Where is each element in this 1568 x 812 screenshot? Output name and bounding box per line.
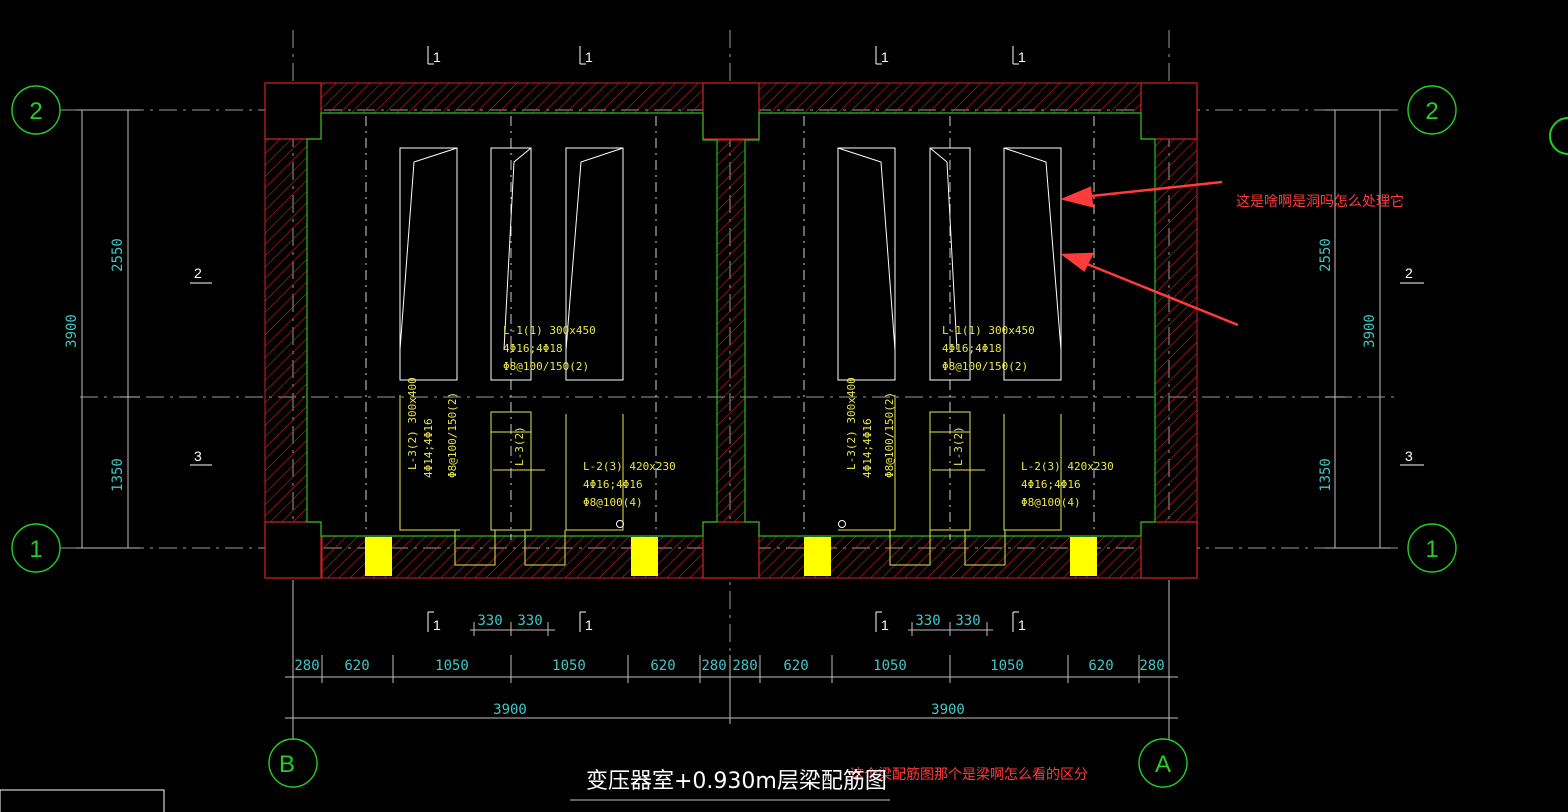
drawing-title: 变压器室+0.930m层梁配筋图 xyxy=(586,769,887,794)
dim-280-d: 280 xyxy=(1139,658,1164,674)
beam-reinf-l1-left: 4Φ16;4Φ18 xyxy=(503,342,563,355)
beam-reinf-l1-right: 4Φ16;4Φ18 xyxy=(942,342,1002,355)
section-mark-bottom-1: 1 xyxy=(433,617,441,633)
beam-label-l2-left: L-2(3) 420x230 xyxy=(583,460,676,473)
yellow-columns xyxy=(365,537,1097,576)
section-mark-left-2: 2 xyxy=(194,265,202,281)
dim-620-c: 620 xyxy=(783,658,808,674)
axis-label-top-right: 2 xyxy=(1425,98,1438,125)
beam-label-l3small-right: L-3(2) xyxy=(952,426,965,466)
beam-label-l1-right: L-1(1) 300x450 xyxy=(942,324,1035,337)
dim-620-b: 620 xyxy=(650,658,675,674)
beam-label-l2-right: L-2(3) 420x230 xyxy=(1021,460,1114,473)
section-mark-top-2: 1 xyxy=(585,49,593,65)
beam-stirrup-l1-left: Φ8@100/150(2) xyxy=(503,360,589,373)
beam-label-l1-left: L-1(1) 300x450 xyxy=(503,324,596,337)
beam-stirrup-l2-right: Φ8@100(4) xyxy=(1021,496,1081,509)
dim-330-b: 330 xyxy=(517,613,542,629)
beam-reinf-l2-left: 4Φ16;4Φ16 xyxy=(583,478,643,491)
room-boundary xyxy=(306,112,1156,537)
beam-reinf-l3-left: 4Φ14;4Φ16 xyxy=(422,418,435,478)
columns xyxy=(264,82,1198,579)
section-mark-bottom-2: 1 xyxy=(585,617,593,633)
section-mark-right-3: 3 xyxy=(1405,448,1413,464)
dim-330-c: 330 xyxy=(915,613,940,629)
axis-label-bottom-left: 1 xyxy=(29,536,42,563)
dim-330-a: 330 xyxy=(477,613,502,629)
dim-right-2550: 2550 xyxy=(1318,238,1334,272)
dim-3900-a: 3900 xyxy=(493,702,527,718)
section-mark-bottom-4: 1 xyxy=(1018,617,1026,633)
beam-label-l3small-left: L-3(2) xyxy=(513,426,526,466)
annotation-note-beam: 这个梁配筋图那个是梁啊怎么看的区分 xyxy=(850,766,1088,783)
section-mark-top-4: 1 xyxy=(1018,49,1026,65)
dim-1050-a: 1050 xyxy=(435,658,469,674)
axis-label-bottom-right: 1 xyxy=(1425,536,1438,563)
beam-stirrup-l3-right: Φ8@100/150(2) xyxy=(883,392,896,478)
dim-620-a: 620 xyxy=(344,658,369,674)
beam-outlines xyxy=(399,395,1062,566)
marker-circle-left xyxy=(616,520,624,528)
section-ticks xyxy=(190,46,1424,632)
dashed-beam-lines xyxy=(365,116,1095,540)
openings-left xyxy=(399,147,624,381)
axis-label-a: A xyxy=(1155,751,1171,778)
vertical-dimension-lines xyxy=(76,109,1390,549)
dim-280-c: 280 xyxy=(732,658,757,674)
annotation-arrows xyxy=(1060,180,1239,327)
dim-1050-d: 1050 xyxy=(990,658,1024,674)
beam-label-l3-left: L-3(2) 300x400 xyxy=(406,377,419,470)
dim-1050-b: 1050 xyxy=(552,658,586,674)
dim-left-1350: 1350 xyxy=(110,458,126,492)
panel-box-fragment xyxy=(0,789,165,812)
dim-left-3900: 3900 xyxy=(64,314,80,348)
beam-stirrup-l3-left: Φ8@100/150(2) xyxy=(446,392,459,478)
dim-620-d: 620 xyxy=(1088,658,1113,674)
axis-label-b: B xyxy=(279,751,295,778)
axis-bubbles xyxy=(11,85,1457,788)
dim-280-a: 280 xyxy=(294,658,319,674)
section-mark-left-3: 3 xyxy=(194,448,202,464)
section-mark-top-1: 1 xyxy=(433,49,441,65)
dim-280-b: 280 xyxy=(701,658,726,674)
horizontal-dimension-lines xyxy=(285,580,1178,801)
beam-reinf-l3-right: 4Φ14;4Φ16 xyxy=(861,418,874,478)
openings-right xyxy=(837,147,1062,381)
edge-circle-fragment xyxy=(1549,117,1568,155)
dim-330-d: 330 xyxy=(955,613,980,629)
section-mark-right-2: 2 xyxy=(1405,265,1413,281)
beam-stirrup-l1-right: Φ8@100/150(2) xyxy=(942,360,1028,373)
dim-left-2550: 2550 xyxy=(110,238,126,272)
dim-right-1350: 1350 xyxy=(1318,458,1334,492)
dim-1050-c: 1050 xyxy=(873,658,907,674)
beam-label-l3-right: L-3(2) 300x400 xyxy=(845,377,858,470)
dim-3900-b: 3900 xyxy=(931,702,965,718)
section-mark-bottom-3: 1 xyxy=(881,617,889,633)
section-mark-top-3: 1 xyxy=(881,49,889,65)
axis-label-top-left: 2 xyxy=(29,98,42,125)
marker-circle-right xyxy=(838,520,846,528)
annotation-note-hole: 这是啥啊是洞吗怎么处理它 xyxy=(1236,193,1404,210)
beam-reinf-l2-right: 4Φ16;4Φ16 xyxy=(1021,478,1081,491)
beam-stirrup-l2-left: Φ8@100(4) xyxy=(583,496,643,509)
dim-right-3900: 3900 xyxy=(1362,314,1378,348)
